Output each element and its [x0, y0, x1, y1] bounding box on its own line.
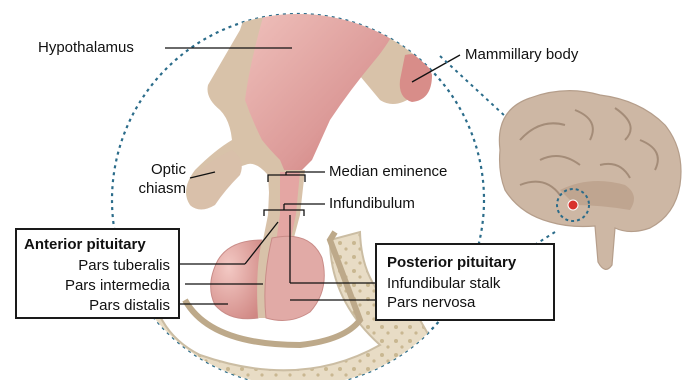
- label-pars-nervosa: Pars nervosa: [387, 294, 475, 311]
- label-pars-intermedia: Pars intermedia: [65, 277, 170, 294]
- posterior-pituitary-box: Posterior pituitary Infundibular stalk P…: [375, 243, 555, 321]
- label-optic-line1: Optic: [136, 161, 186, 178]
- label-infundibulum: Infundibulum: [329, 195, 415, 212]
- posterior-lobe: [265, 236, 324, 320]
- posterior-pituitary-title: Posterior pituitary: [387, 254, 516, 271]
- label-hypothalamus: Hypothalamus: [38, 39, 134, 56]
- label-infundibular-stalk: Infundibular stalk: [387, 275, 500, 292]
- anterior-pituitary-box: Anterior pituitary Pars tuberalis Pars i…: [15, 228, 180, 319]
- label-mammillary-body: Mammillary body: [465, 46, 578, 63]
- mammillary-body-shape: [400, 54, 432, 102]
- label-pars-tuberalis: Pars tuberalis: [78, 257, 170, 274]
- label-median-eminence: Median eminence: [329, 163, 447, 180]
- label-pars-distalis: Pars distalis: [89, 297, 170, 314]
- anterior-pituitary-title: Anterior pituitary: [24, 236, 146, 253]
- label-optic-line2: chiasm: [116, 180, 186, 197]
